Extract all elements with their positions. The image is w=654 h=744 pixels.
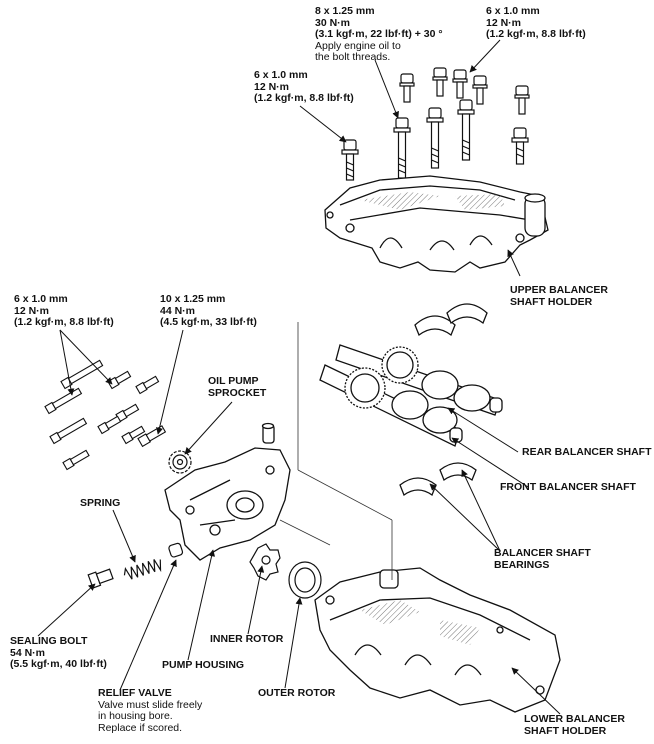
label-line: in housing bore. [98,710,173,722]
label-line: BEARINGS [494,558,550,571]
label-line: SPRING [80,497,121,509]
spec-pump-left: 6 x 1.0 mm 12 N·m (1.2 kgf·m, 8.8 lbf·ft… [14,293,114,329]
label-line: Replace if scored. [98,721,183,734]
spec-line: (4.5 kgf·m, 33 lbf·ft) [160,316,257,328]
spec-upper-left: 6 x 1.0 mm 12 N·m (1.2 kgf·m, 8.8 lbf·ft… [254,69,354,105]
label-line: BALANCER SHAFT [494,547,591,559]
label-line: UPPER BALANCER [510,284,609,296]
label-rear-balancer-shaft: REAR BALANCER SHAFT [522,446,652,459]
label-outer-rotor: OUTER ROTOR [258,687,336,700]
spec-line: (1.2 kgf·m, 8.8 lbf·ft) [486,28,586,40]
spec-line: 30 N·m [315,16,351,29]
spec-line: 44 N·m [160,304,196,317]
spec-line: 6 x 1.0 mm [486,5,540,17]
oil-pump-sprocket [168,450,192,474]
label-line: 54 N·m [10,646,46,659]
upper-balancer-shaft-holder [324,175,549,273]
label-line: REAR BALANCER SHAFT [522,446,652,458]
spec-pump-sprocket-bolt: 10 x 1.25 mm 44 N·m (4.5 kgf·m, 33 lbf·f… [160,293,257,329]
label-line: INNER ROTOR [210,633,284,645]
label-line: (5.5 kgf·m, 40 lbf·ft) [10,658,107,670]
label-line: OIL PUMP [208,375,259,387]
inner-rotor [249,543,281,581]
pump-housing [164,422,291,561]
spec-line: 12 N·m [254,80,290,93]
label-inner-rotor: INNER ROTOR [210,633,284,646]
spec-line: 10 x 1.25 mm [160,293,226,305]
label-line: FRONT BALANCER SHAFT [500,481,636,493]
label-line: PUMP HOUSING [162,659,245,671]
label-line: RELIEF VALVE [98,687,172,699]
spec-line: 6 x 1.0 mm [14,293,68,305]
relief-valve-assembly [87,542,184,589]
spec-line: Apply engine oil to [315,39,401,52]
oil-pump-bolts [44,359,167,471]
spec-upper-center: 8 x 1.25 mm 30 N·m (3.1 kgf·m, 22 lbf·ft… [315,5,443,64]
label-relief-valve: RELIEF VALVE Valve must slide freely in … [98,687,203,734]
front-balancer-shaft [319,364,463,447]
rear-balancer-shaft [335,344,503,416]
alignment-lines [279,322,393,580]
label-line: SHAFT HOLDER [524,724,607,737]
label-line: LOWER BALANCER [524,713,625,725]
spec-line: (1.2 kgf·m, 8.8 lbf·ft) [254,92,354,104]
label-lower-holder: LOWER BALANCER SHAFT HOLDER [524,713,625,737]
spec-line: (3.1 kgf·m, 22 lbf·ft) + 30 ° [315,28,443,40]
label-oil-pump-sprocket: OIL PUMP SPROCKET [208,375,267,399]
label-line: SEALING BOLT [10,635,88,647]
spec-line: 12 N·m [486,16,522,29]
label-line: OUTER ROTOR [258,687,336,699]
spec-line: 8 x 1.25 mm [315,5,375,17]
upper-holder-bolts [341,67,530,181]
label-line: Valve must slide freely [98,698,203,711]
spec-line: (1.2 kgf·m, 8.8 lbf·ft) [14,316,114,328]
spec-line: the bolt threads. [315,51,391,63]
outer-rotor [288,561,322,599]
spec-line: 6 x 1.0 mm [254,69,308,81]
label-line: SHAFT HOLDER [510,295,593,308]
label-line: SPROCKET [208,386,267,399]
label-bearings: BALANCER SHAFT BEARINGS [494,547,591,571]
label-upper-holder: UPPER BALANCER SHAFT HOLDER [510,284,609,308]
label-front-balancer-shaft: FRONT BALANCER SHAFT [500,481,636,494]
lower-balancer-shaft-holder [314,567,561,713]
label-spring: SPRING [80,497,121,510]
label-sealing-bolt: SEALING BOLT 54 N·m (5.5 kgf·m, 40 lbf·f… [10,635,107,671]
spec-line: 12 N·m [14,304,50,317]
leader-lines [37,39,561,715]
spec-upper-right: 6 x 1.0 mm 12 N·m (1.2 kgf·m, 8.8 lbf·ft… [486,5,586,41]
label-pump-housing: PUMP HOUSING [162,659,245,672]
